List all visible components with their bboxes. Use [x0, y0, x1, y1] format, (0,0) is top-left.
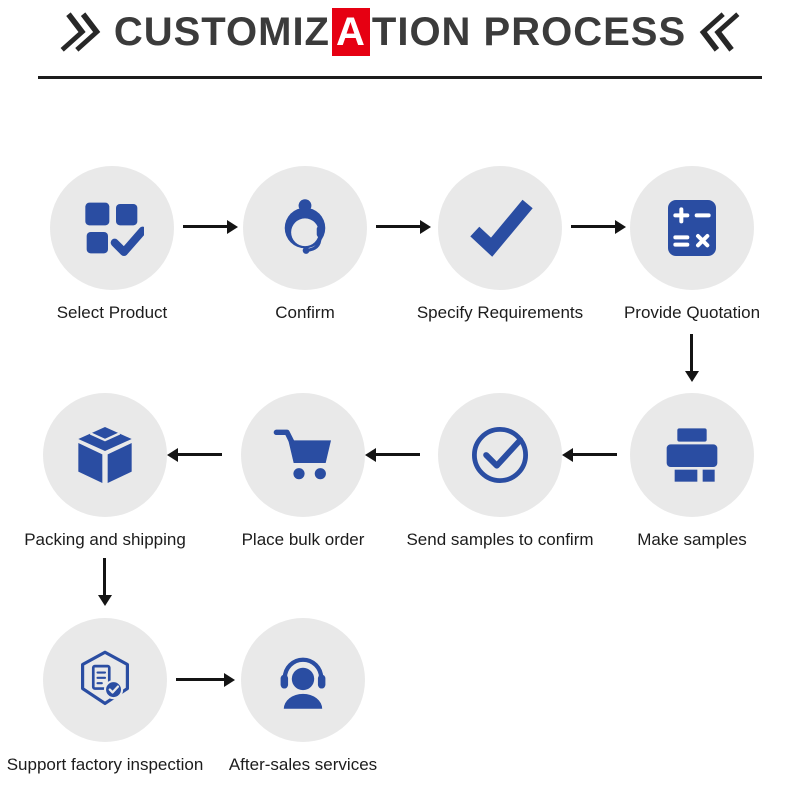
step-select-product: Select Product	[12, 166, 212, 324]
step-label: Select Product	[56, 303, 168, 322]
step-circle	[438, 166, 562, 290]
title-highlight: A	[332, 8, 370, 56]
step-circle	[243, 166, 367, 290]
arrow-down	[690, 334, 693, 371]
step-after-sales: After-sales services	[203, 618, 403, 776]
arrow-right	[183, 225, 227, 228]
step-label: Confirm	[275, 303, 335, 322]
shopping-cart-icon	[273, 429, 331, 480]
support-agent-icon	[284, 199, 326, 254]
step-send-samples: Send samples to confirm	[400, 393, 600, 551]
step-circle	[241, 393, 365, 517]
double-chevron-left-icon	[694, 9, 744, 55]
arrow-left	[573, 453, 617, 456]
step-label: After-sales services	[228, 755, 378, 774]
arrow-right	[176, 678, 224, 681]
package-box-icon	[78, 427, 132, 483]
step-circle	[241, 618, 365, 742]
step-circle	[50, 166, 174, 290]
headset-person-icon	[280, 657, 326, 709]
calculator-icon	[668, 200, 716, 256]
arrow-right	[376, 225, 420, 228]
step-factory-inspection: Support factory inspection	[5, 618, 205, 776]
step-label: Support factory inspection	[6, 755, 204, 774]
step-place-bulk-order: Place bulk order	[203, 393, 403, 551]
check-circle-icon	[472, 427, 528, 483]
step-circle	[43, 393, 167, 517]
step-confirm: Confirm	[205, 166, 405, 324]
title-prefix: CUSTOMIZ	[113, 10, 330, 54]
arrow-right	[571, 225, 615, 228]
product-grid-check-icon	[85, 202, 144, 256]
step-circle	[630, 166, 754, 290]
arrow-left	[178, 453, 222, 456]
step-label: Send samples to confirm	[406, 530, 594, 549]
step-label: Place bulk order	[241, 530, 365, 549]
double-chevron-right-icon	[56, 9, 106, 55]
title-suffix: TION PROCESS	[371, 10, 687, 54]
step-packing-shipping: Packing and shipping	[5, 393, 205, 551]
step-circle	[438, 393, 562, 517]
printer-icon	[666, 428, 718, 482]
arrow-down	[103, 558, 106, 595]
step-circle	[43, 618, 167, 742]
step-label: Specify Requirements	[416, 303, 584, 322]
arrow-left	[376, 453, 420, 456]
step-specify-requirements: Specify Requirements	[400, 166, 600, 324]
title-underline	[38, 76, 762, 79]
step-label: Make samples	[637, 530, 747, 549]
step-circle	[630, 393, 754, 517]
step-make-samples: Make samples	[592, 393, 792, 551]
checkmark-icon	[470, 199, 533, 257]
step-label: Provide Quotation	[623, 303, 761, 322]
step-label: Packing and shipping	[24, 530, 186, 549]
factory-inspection-icon	[81, 650, 129, 706]
step-provide-quotation: Provide Quotation	[592, 166, 792, 324]
